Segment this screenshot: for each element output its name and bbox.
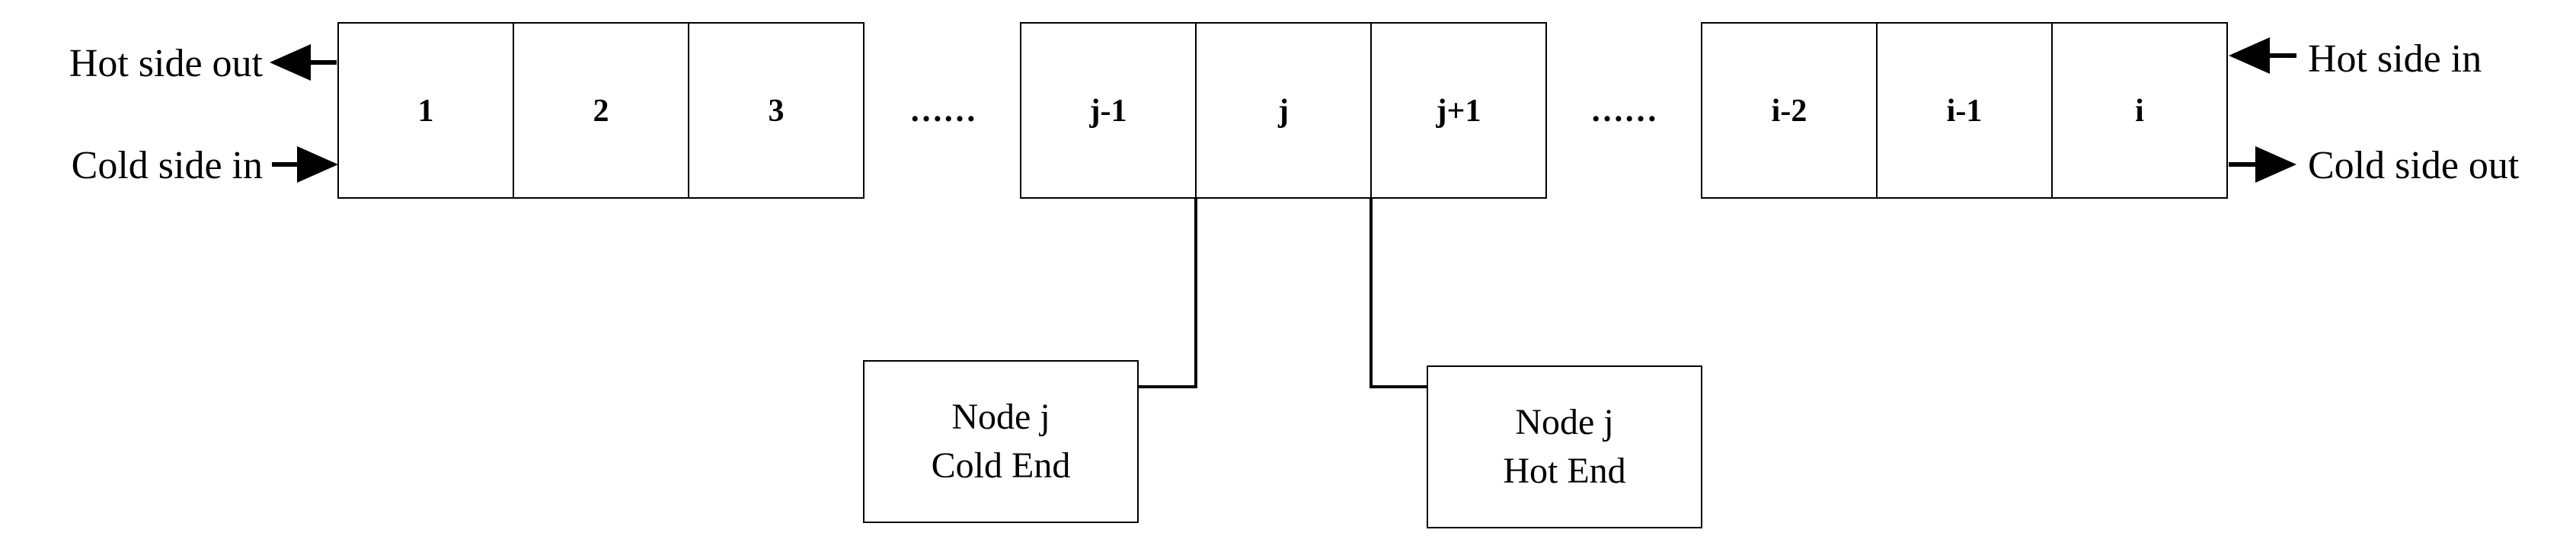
cell-label-1: 1: [418, 94, 434, 129]
node-hot-end-line1: Node j: [1515, 402, 1613, 442]
node-cold-end-line2: Cold End: [932, 445, 1071, 486]
node-j-hot-end-box: Node j Hot End: [1427, 365, 1702, 528]
cell-group-middle-frame: [1020, 22, 1547, 199]
cell-group-middle: j-1 j j+1: [1020, 22, 1547, 199]
node-hot-end-line2: Hot End: [1503, 451, 1625, 491]
node-hot-end-frame: [1427, 365, 1702, 528]
node-cold-end-frame: [863, 360, 1139, 523]
cell-label-j: j: [1277, 94, 1289, 129]
node-j-cold-end-box: Node j Cold End: [863, 360, 1139, 523]
hot-end-connector: [1369, 198, 1427, 388]
cell-label-j-plus-1: j+1: [1436, 94, 1481, 129]
cell-group-left-frame: [337, 22, 865, 199]
cell-label-i-minus-2: i-2: [1772, 94, 1807, 129]
cell-label-i: i: [2135, 94, 2144, 129]
node-cold-end-line1: Node j: [951, 397, 1050, 437]
ellipsis-left: ……: [909, 91, 976, 129]
cell-label-3: 3: [769, 94, 785, 129]
cold-side-out-label: Cold side out: [2308, 144, 2520, 187]
hot-side-in-label: Hot side in: [2308, 37, 2482, 81]
cell-label-j-minus-1: j-1: [1089, 94, 1127, 129]
cold-end-connector: [1138, 198, 1197, 388]
cold-side-in-label: Cold side in: [72, 144, 263, 187]
cell-group-right: i-2 i-1 i: [1701, 22, 2228, 199]
ellipsis-right: ……: [1590, 91, 1657, 129]
cell-label-2: 2: [593, 94, 609, 129]
cell-group-right-frame: [1701, 22, 2228, 199]
hot-side-out-label: Hot side out: [69, 42, 264, 85]
cell-group-left: 1 2 3: [337, 22, 865, 199]
cell-label-i-minus-1: i-1: [1947, 94, 1983, 129]
